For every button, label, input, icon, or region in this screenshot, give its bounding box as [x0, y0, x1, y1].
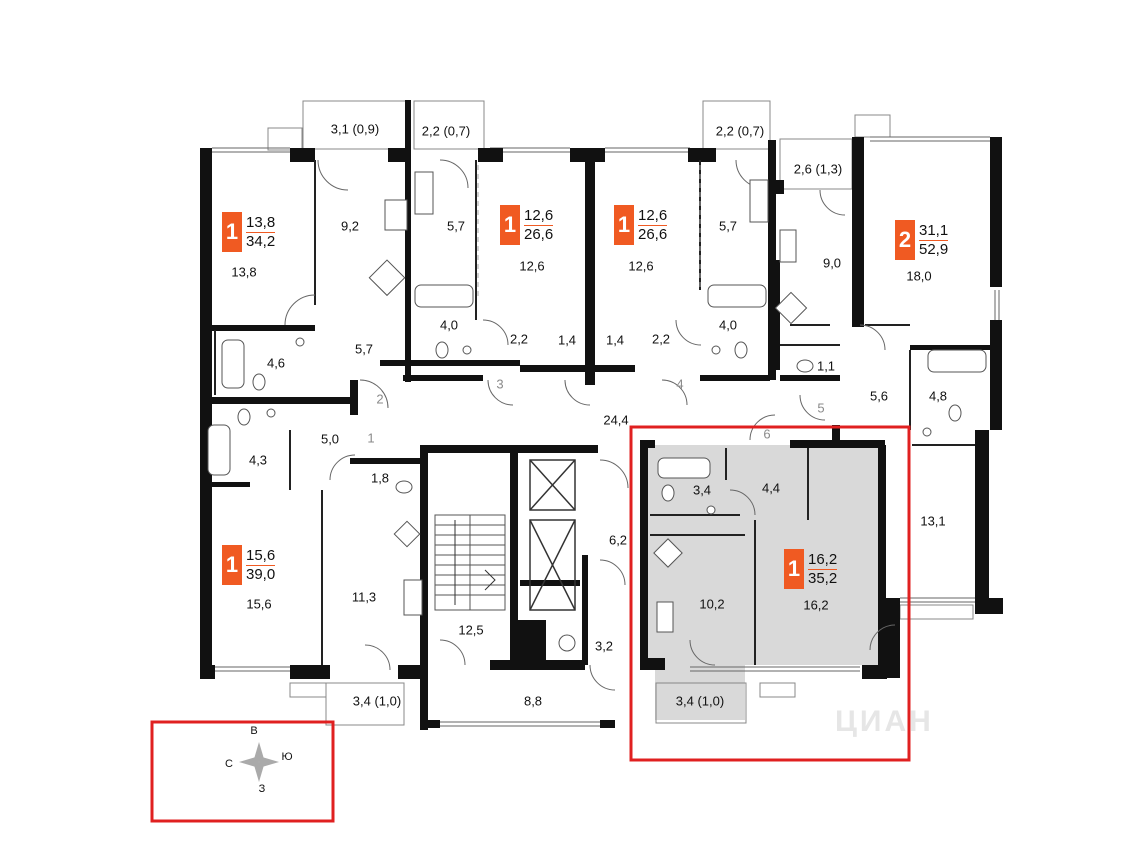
door-number: 4 [676, 376, 684, 392]
room-area-label: 12,6 [628, 258, 654, 274]
room-area-label: 4,0 [718, 317, 738, 333]
room-area-label: 15,6 [246, 596, 272, 612]
room-area-label: 1,8 [370, 470, 390, 486]
compass-frame [150, 720, 335, 823]
stairwell [434, 514, 506, 611]
room-area-label: 4,6 [266, 355, 286, 371]
living-area: 16,2 [808, 550, 838, 570]
room-count: 2 [895, 220, 915, 260]
total-area: 35,2 [808, 569, 838, 587]
room-area-label: 5,6 [869, 388, 889, 404]
door-number: 1 [367, 430, 375, 446]
door-number: 3 [496, 376, 504, 392]
compass-west-label: С [225, 758, 233, 770]
room-area-label: 6,2 [608, 532, 628, 548]
room-area-label: 13,8 [231, 264, 257, 280]
room-area-label: 4,8 [928, 388, 948, 404]
room-area-label: 13,1 [920, 513, 946, 529]
room-area-label: 3,1 (0,9) [330, 121, 380, 137]
room-area-label: 5,7 [446, 218, 466, 234]
elevators [529, 459, 576, 611]
room-area-label: 5,7 [354, 341, 374, 357]
room-count: 1 [500, 205, 520, 245]
kitchen-divider [477, 165, 701, 300]
room-area-label: 9,0 [822, 255, 842, 271]
total-area: 26,6 [524, 225, 554, 243]
room-area-label: 16,2 [803, 597, 829, 613]
living-area: 12,6 [524, 206, 554, 226]
living-area: 12,6 [638, 206, 668, 226]
compass-south-label: З [258, 783, 266, 795]
room-area-label: 8,8 [523, 693, 543, 709]
room-area-label: 4,4 [761, 480, 781, 496]
plumbing-fixtures [207, 284, 987, 652]
room-area-label: 18,0 [906, 268, 932, 284]
room-area-label: 4,3 [248, 452, 268, 468]
room-area-label: 3,4 [692, 482, 712, 498]
living-area: 15,6 [246, 546, 276, 566]
watermark: ЦИАН [835, 705, 934, 738]
room-area-label: 2,6 (1,3) [793, 161, 843, 177]
room-area-label: 3,2 [594, 638, 614, 654]
room-area-label: 4,0 [439, 317, 459, 333]
door-number: 6 [763, 426, 771, 442]
door-swings [284, 159, 896, 691]
partitions [214, 160, 975, 665]
walls [200, 100, 1003, 730]
compass-north-label: В [250, 725, 258, 737]
total-area: 39,0 [246, 565, 276, 583]
total-area: 26,6 [638, 225, 668, 243]
compass-east-label: Ю [281, 751, 293, 763]
room-area-label: 2,2 [651, 331, 671, 347]
room-area-label: 5,7 [718, 218, 738, 234]
kitchen-fixtures [368, 171, 808, 633]
room-area-label: 3,4 (1,0) [675, 693, 725, 709]
windows [212, 136, 1000, 727]
total-area: 34,2 [246, 232, 276, 250]
living-area: 13,8 [246, 213, 276, 233]
door-number: 5 [817, 400, 825, 416]
room-area-label: 5,0 [320, 431, 340, 447]
highlighted-apartment-fill [648, 445, 878, 720]
total-area: 52,9 [919, 240, 949, 258]
room-area-label: 1,4 [605, 332, 625, 348]
compass-star-icon [239, 742, 279, 782]
room-area-label: 9,2 [340, 218, 360, 234]
room-area-label: 24,4 [603, 412, 629, 428]
room-count: 1 [222, 545, 242, 585]
room-area-label: 3,4 (1,0) [352, 693, 402, 709]
room-area-label: 1,4 [557, 332, 577, 348]
room-area-label: 2,2 (0,7) [715, 123, 765, 139]
room-area-label: 10,2 [699, 596, 725, 612]
room-count: 1 [614, 205, 634, 245]
room-area-label: 12,6 [519, 258, 545, 274]
room-area-label: 2,2 [509, 331, 529, 347]
room-area-label: 2,2 (0,7) [421, 123, 471, 139]
room-count: 1 [222, 212, 242, 252]
room-area-label: 11,3 [351, 589, 377, 605]
apartment-selection-frame[interactable] [629, 425, 911, 762]
room-area-label: 1,1 [816, 358, 836, 374]
living-area: 31,1 [919, 221, 949, 241]
room-count: 1 [784, 549, 804, 589]
door-number: 2 [376, 391, 384, 407]
room-area-label: 12,5 [458, 622, 484, 638]
